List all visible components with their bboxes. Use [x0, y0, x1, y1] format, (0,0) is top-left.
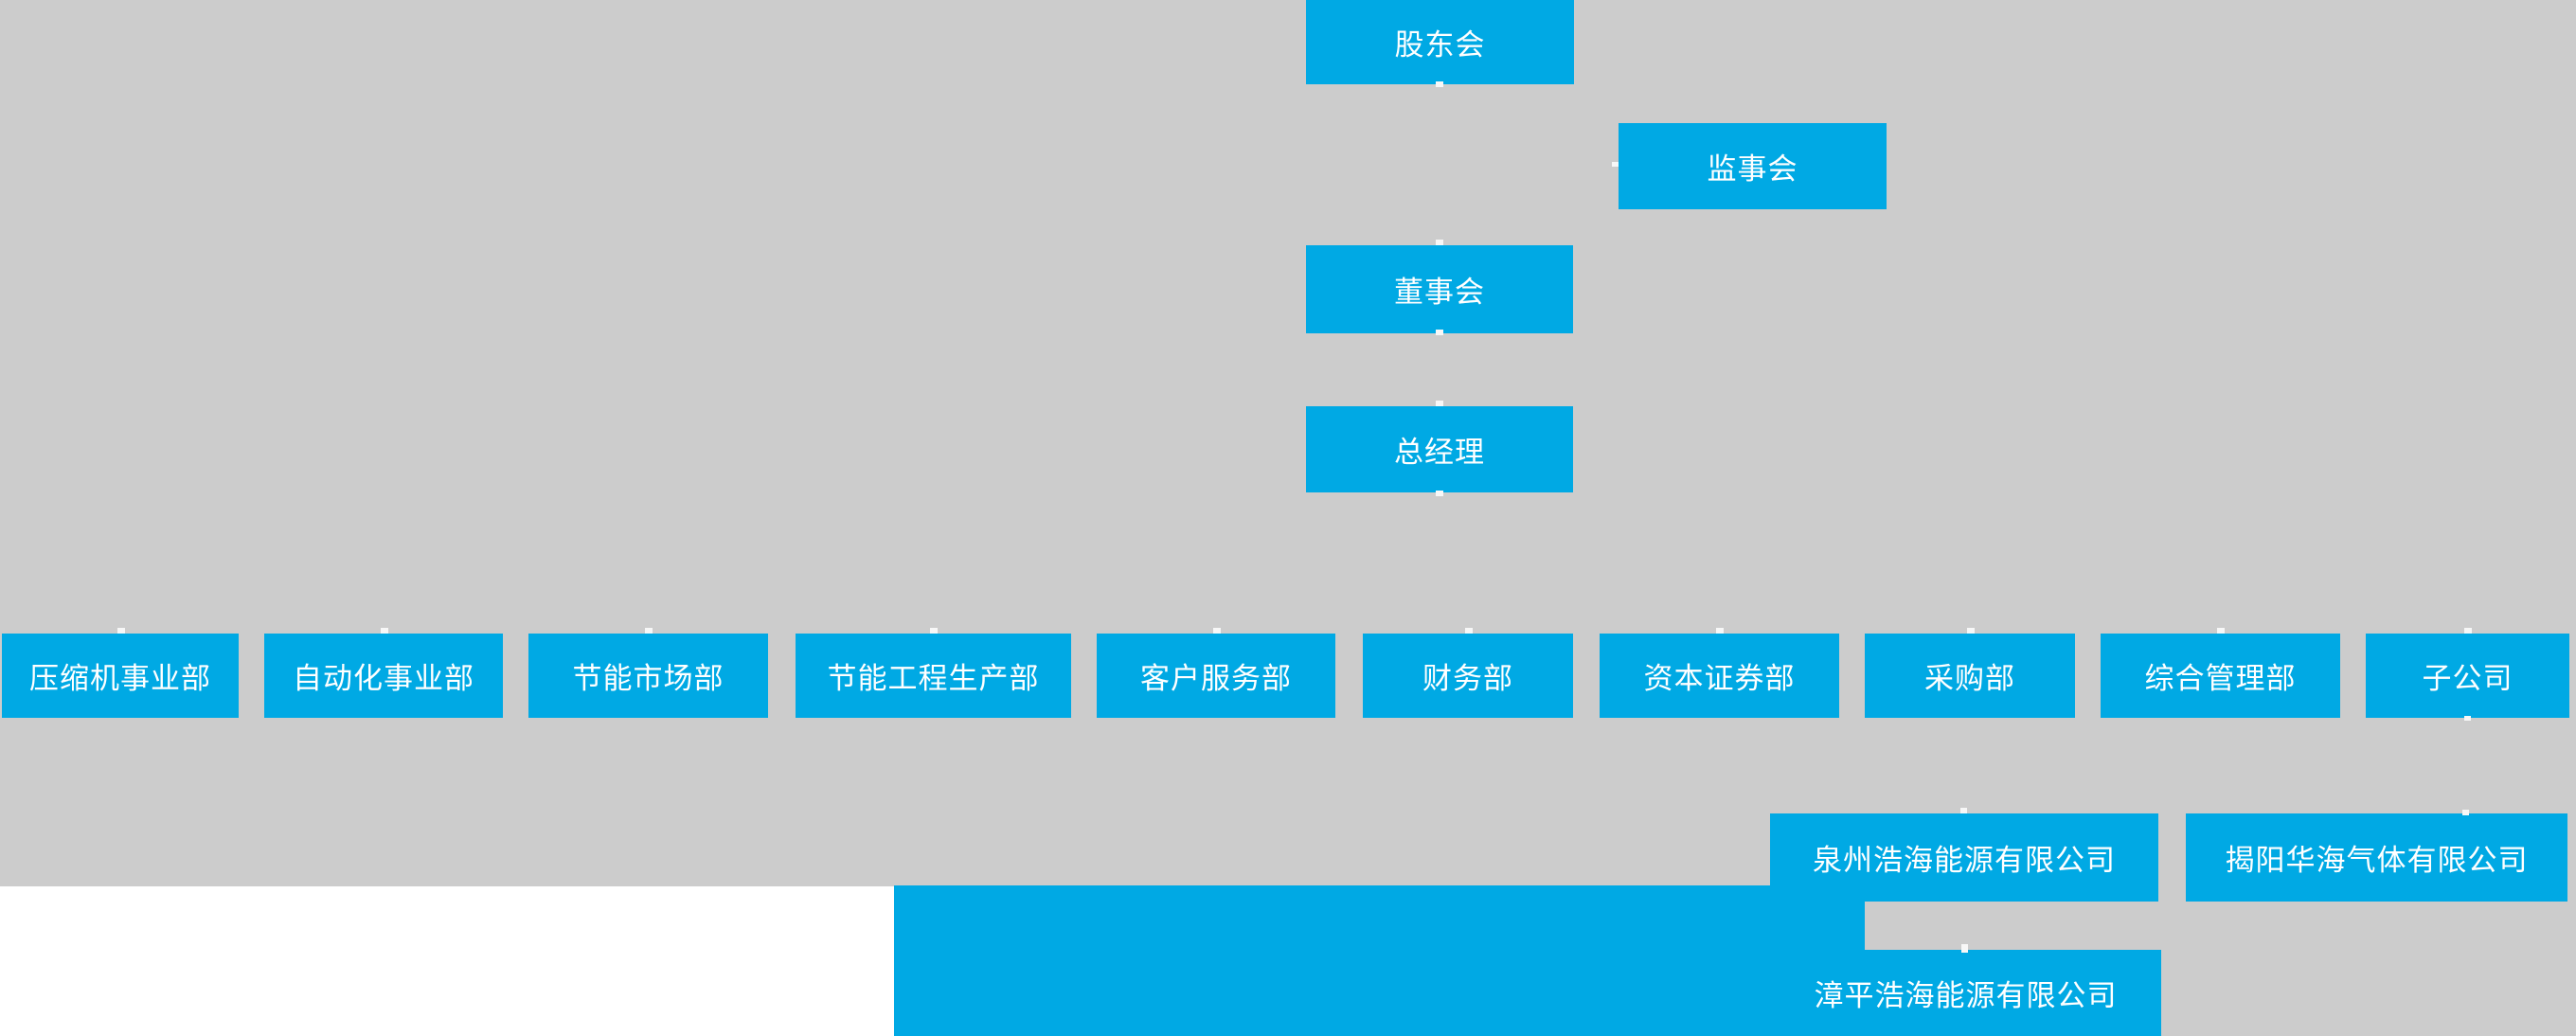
org-node-supervisors: 监事会 — [1619, 123, 1887, 209]
org-node-label: 泉州浩海能源有限公司 — [1813, 844, 2116, 877]
connector-stub — [1436, 240, 1443, 245]
org-node-subsidiary-quanzhou: 泉州浩海能源有限公司 — [1770, 813, 2158, 902]
connector-stub — [1436, 401, 1443, 406]
org-node-label: 揭阳华海气体有限公司 — [2225, 844, 2529, 877]
connector-stub — [117, 628, 125, 634]
org-node-label: 采购部 — [1924, 662, 2015, 695]
connector-stub — [2462, 810, 2469, 815]
org-node-dept-energy-market: 节能市场部 — [528, 634, 768, 718]
org-node-label: 节能工程生产部 — [827, 662, 1040, 695]
connector-stub — [645, 628, 653, 634]
connector-stub — [1436, 491, 1443, 496]
org-node-dept-subsidiaries: 子公司 — [2366, 634, 2569, 718]
org-node-subsidiary-jieyang: 揭阳华海气体有限公司 — [2186, 813, 2567, 902]
org-node-label: 董事会 — [1394, 276, 1485, 309]
org-node-dept-automation: 自动化事业部 — [264, 634, 503, 718]
connector-stub — [1961, 944, 1968, 953]
connector-stub — [1465, 628, 1473, 634]
org-node-dept-procurement: 采购部 — [1865, 634, 2075, 718]
org-node-label: 子公司 — [2422, 662, 2513, 695]
connector-stub — [1612, 162, 1619, 167]
org-node-label: 自动化事业部 — [293, 662, 474, 695]
connector-stub — [2217, 628, 2225, 634]
connector-stub — [930, 628, 938, 634]
connector-stub — [1967, 628, 1975, 634]
org-node-dept-energy-engineering: 节能工程生产部 — [796, 634, 1071, 718]
connector-stub — [1716, 628, 1724, 634]
org-node-shareholders: 股东会 — [1306, 0, 1574, 84]
connector-stub — [2464, 628, 2472, 634]
org-node-label: 压缩机事业部 — [29, 662, 211, 695]
org-node-dept-capital-securities: 资本证券部 — [1600, 634, 1839, 718]
connector-stub — [1436, 330, 1443, 335]
connector-stub — [381, 628, 388, 634]
connector-stub — [2464, 716, 2471, 721]
org-node-label: 资本证券部 — [1643, 662, 1796, 695]
org-node-board: 董事会 — [1306, 245, 1573, 333]
org-node-label: 综合管理部 — [2144, 662, 2297, 695]
org-node-dept-compressor: 压缩机事业部 — [2, 634, 239, 718]
org-node-label: 财务部 — [1422, 662, 1513, 695]
chart-background-upper — [0, 0, 2576, 886]
org-node-label: 总经理 — [1394, 436, 1485, 469]
org-node-label: 漳平浩海能源有限公司 — [1814, 979, 2118, 1012]
org-node-label: 监事会 — [1707, 152, 1798, 186]
org-node-label: 节能市场部 — [572, 662, 724, 695]
org-node-subsidiary-zhangping: 漳平浩海能源有限公司 — [1770, 950, 2161, 1036]
connector-stub — [1960, 808, 1967, 813]
org-node-dept-finance: 财务部 — [1363, 634, 1573, 718]
org-node-dept-customer-service: 客户服务部 — [1097, 634, 1335, 718]
org-node-dept-general-admin: 综合管理部 — [2101, 634, 2340, 718]
connector-stub — [1436, 81, 1443, 87]
org-node-label: 客户服务部 — [1140, 662, 1292, 695]
connector-stub — [1213, 628, 1221, 634]
org-node-general-manager: 总经理 — [1306, 406, 1573, 492]
org-node-label: 股东会 — [1394, 28, 1486, 62]
bottom-blue-bar — [894, 885, 1865, 1036]
